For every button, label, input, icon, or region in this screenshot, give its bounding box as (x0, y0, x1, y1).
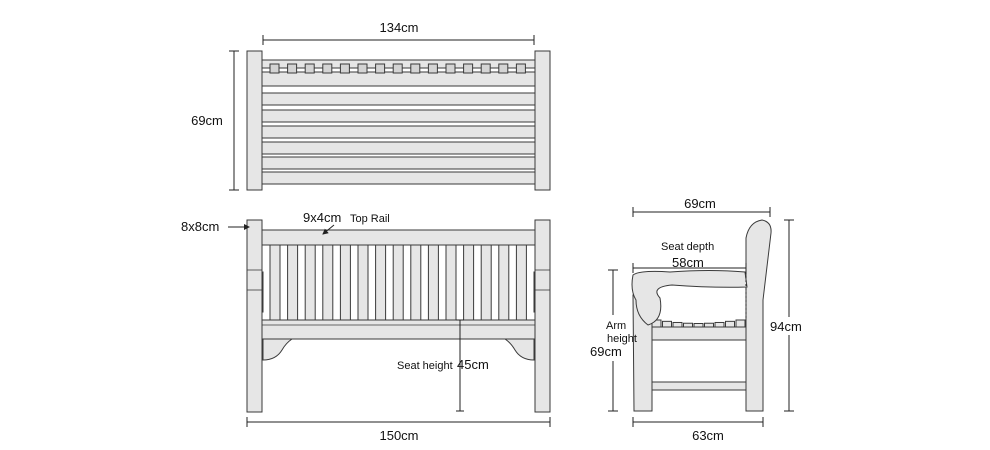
post-size-label: 8x8cm (181, 219, 219, 234)
top-view-slat-end (410, 63, 421, 74)
seat-height-name: Seat height (397, 360, 453, 372)
top-view-slat (261, 141, 536, 155)
front-right-post (534, 219, 551, 413)
top-rail-size-label: 9x4cm (303, 210, 341, 225)
top-width-label: 134cm (379, 20, 418, 35)
top-depth-label: 69cm (191, 113, 223, 128)
top-view-slat-end (269, 63, 280, 74)
top-view-slat-end (392, 63, 403, 74)
top-view-back-slat-ends (269, 63, 526, 74)
front-back-slat (427, 244, 439, 321)
front-back-slat (322, 244, 334, 321)
seat-depth-value: 58cm (672, 255, 704, 270)
top-view-slat (261, 171, 536, 185)
front-back-slat (463, 244, 475, 321)
front-back-slat (357, 244, 369, 321)
front-left-bracket (262, 338, 294, 361)
side-depth-label: 69cm (684, 196, 716, 211)
arm-height-value: 69cm (590, 344, 622, 359)
front-back-slat (304, 244, 316, 321)
front-right-bracket (503, 338, 535, 361)
top-view-slat (261, 156, 536, 170)
top-rail-name-label: Top Rail (350, 213, 390, 225)
front-back-slats (269, 244, 527, 321)
front-back-slat (498, 244, 510, 321)
arm-label-line1: Arm (606, 320, 626, 332)
top-view-right-arm (534, 50, 551, 191)
front-back-slat (410, 244, 422, 321)
front-back-slat (515, 244, 527, 321)
top-view-slat (261, 125, 536, 139)
front-seat-rail (261, 319, 536, 340)
top-view-slat-end (287, 63, 298, 74)
side-armrest (631, 270, 748, 326)
side-back-post (745, 219, 772, 412)
arm-height-label-bg (595, 315, 631, 361)
front-left-post (246, 219, 263, 413)
seat-height-value: 45cm (457, 357, 489, 372)
top-view: 134cm 69cm (191, 20, 551, 191)
top-view-slat (261, 92, 536, 106)
side-height-label: 94cm (770, 319, 802, 334)
side-height-label-bg (770, 317, 808, 335)
side-view: 69cm Seat depth 58cm Arm height 69cm 94c… (590, 196, 808, 443)
top-view-slat-end (498, 63, 509, 74)
top-view-slat-end (357, 63, 368, 74)
side-stretcher (651, 381, 747, 391)
seat-depth-name: Seat depth (661, 241, 714, 253)
front-back-slat (287, 244, 299, 321)
front-view: 8x8cm 9x4cm Top Rail Seat height 45cm 15… (181, 210, 551, 443)
top-view-seat-slats (261, 71, 536, 185)
side-seat-slat (735, 319, 746, 328)
top-rail-arrow (322, 224, 335, 235)
front-back-slat (445, 244, 457, 321)
front-back-slat (480, 244, 492, 321)
front-back-slat (375, 244, 387, 321)
front-top-rail (261, 229, 536, 246)
top-view-slat-end (463, 63, 474, 74)
top-view-slat-end (322, 63, 333, 74)
top-view-slat-end (304, 63, 315, 74)
arm-label-line2: height (607, 333, 637, 345)
side-base-label: 63cm (692, 428, 724, 443)
top-view-slat-end (480, 63, 491, 74)
top-view-slat (261, 71, 536, 87)
top-view-left-arm (246, 50, 263, 191)
front-back-slat (392, 244, 404, 321)
side-seat-rail (649, 326, 747, 341)
front-width-label: 150cm (379, 428, 418, 443)
top-view-slat (261, 109, 536, 123)
top-view-slat-end (515, 63, 526, 74)
top-view-slat-end (375, 63, 386, 74)
front-back-slat (339, 244, 351, 321)
front-back-slat (269, 244, 281, 321)
top-view-slat-end (445, 63, 456, 74)
top-view-slat-end (427, 63, 438, 74)
top-view-slat-end (339, 63, 350, 74)
